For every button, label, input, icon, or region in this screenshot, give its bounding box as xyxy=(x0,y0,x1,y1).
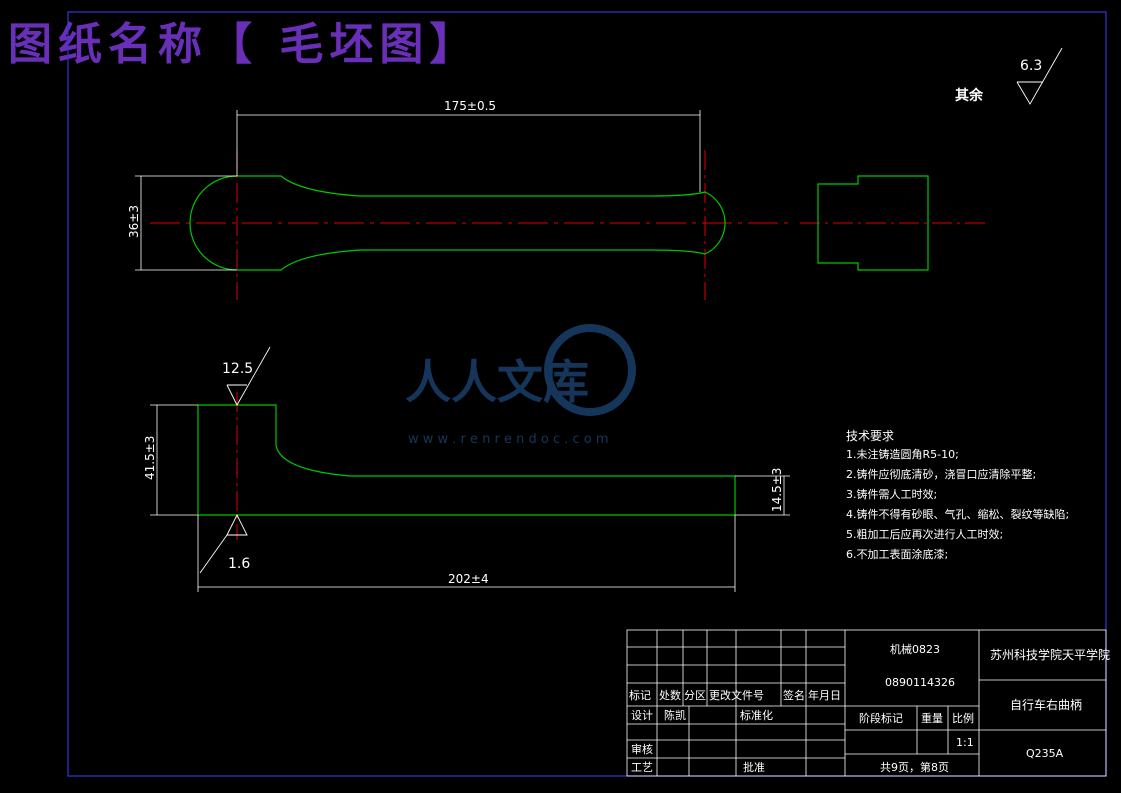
side-length-dim: 202±4 xyxy=(448,572,489,586)
roughness-note: 其余 xyxy=(955,87,984,104)
roughness-top-value: 12.5 xyxy=(222,361,253,377)
top-view: 175±0.5 36±3 xyxy=(127,99,790,300)
tech-req-item: 3.铸件需人工时效; xyxy=(846,487,937,501)
scale-label: 比例 xyxy=(952,711,974,725)
tech-req-item: 5.粗加工后应再次进行人工时效; xyxy=(846,527,1003,541)
general-roughness: 其余 6.3 xyxy=(955,47,1063,105)
watermark-logo: 人人文库 w w w . r e n r e n d o c . c o m xyxy=(405,324,636,447)
top-height-dim: 36±3 xyxy=(127,205,141,238)
part-name: 自行车右曲柄 xyxy=(1010,697,1082,712)
crank-top-outline xyxy=(189,175,726,271)
tech-req-item: 4.铸件不得有砂眼、气孔、缩松、裂纹等缺陷; xyxy=(846,507,1069,521)
review-label: 审核 xyxy=(631,742,653,756)
crank-side-outline xyxy=(197,404,736,516)
watermark-url: w w w . r e n r e n d o c . c o m xyxy=(408,432,609,447)
std-label: 标准化 xyxy=(740,708,773,722)
watermark-brand: 人人文库 xyxy=(405,355,589,409)
design-label: 设计 xyxy=(631,709,653,722)
end-height-dim: 14.5±3 xyxy=(770,468,784,512)
class-name: 机械0823 xyxy=(890,642,940,656)
designer-name: 陈凯 xyxy=(664,708,686,722)
material: Q235A xyxy=(1026,747,1064,760)
school-name: 苏州科技学院天平学院 xyxy=(990,647,1110,662)
tech-req-heading: 技术要求 xyxy=(846,429,894,443)
student-id: 0890114326 xyxy=(885,676,955,689)
tb-header: 标记 xyxy=(629,688,651,702)
drawing-title-banner: 图纸名称【 毛坯图】 xyxy=(8,19,480,70)
title-block-text: 机械0823 0890114326 苏州科技学院天平学院 自行车右曲柄 Q235… xyxy=(629,642,1110,774)
roughness-bottom-value: 1.6 xyxy=(228,556,250,572)
sheet-count: 共9页，第8页 xyxy=(880,760,949,774)
approve-label: 批准 xyxy=(743,760,765,774)
tb-header: 处数 xyxy=(659,689,681,702)
tb-header: 更改文件号 xyxy=(709,688,764,702)
end-view-outline xyxy=(817,175,929,271)
end-view xyxy=(800,175,990,271)
tb-header: 签名 xyxy=(783,688,805,702)
tech-req-item: 6.不加工表面涂底漆; xyxy=(846,547,948,561)
stage-label: 阶段标记 xyxy=(859,711,903,725)
top-length-dim: 175±0.5 xyxy=(444,99,496,113)
drawing-frame xyxy=(67,11,1107,777)
tb-header: 年月日 xyxy=(808,688,841,702)
title-block xyxy=(626,629,1107,777)
process-label: 工艺 xyxy=(631,761,653,774)
tb-header: 分区 xyxy=(684,689,706,702)
side-view: 12.5 1.6 41.5±3 14.5±3 202±4 xyxy=(143,346,790,592)
side-height-dim: 41.5±3 xyxy=(143,436,157,480)
roughness-general-value: 6.3 xyxy=(1020,58,1042,74)
tech-req-item: 2.铸件应彻底清砂，浇冒口应清除平整; xyxy=(846,467,1036,481)
tech-req-item: 1.未注铸造圆角R5-10; xyxy=(846,447,959,461)
weight-label: 重量 xyxy=(921,711,943,725)
tech-requirements: 技术要求 1.未注铸造圆角R5-10; 2.铸件应彻底清砂，浇冒口应清除平整; … xyxy=(846,429,1069,561)
scale-value: 1:1 xyxy=(956,736,974,749)
